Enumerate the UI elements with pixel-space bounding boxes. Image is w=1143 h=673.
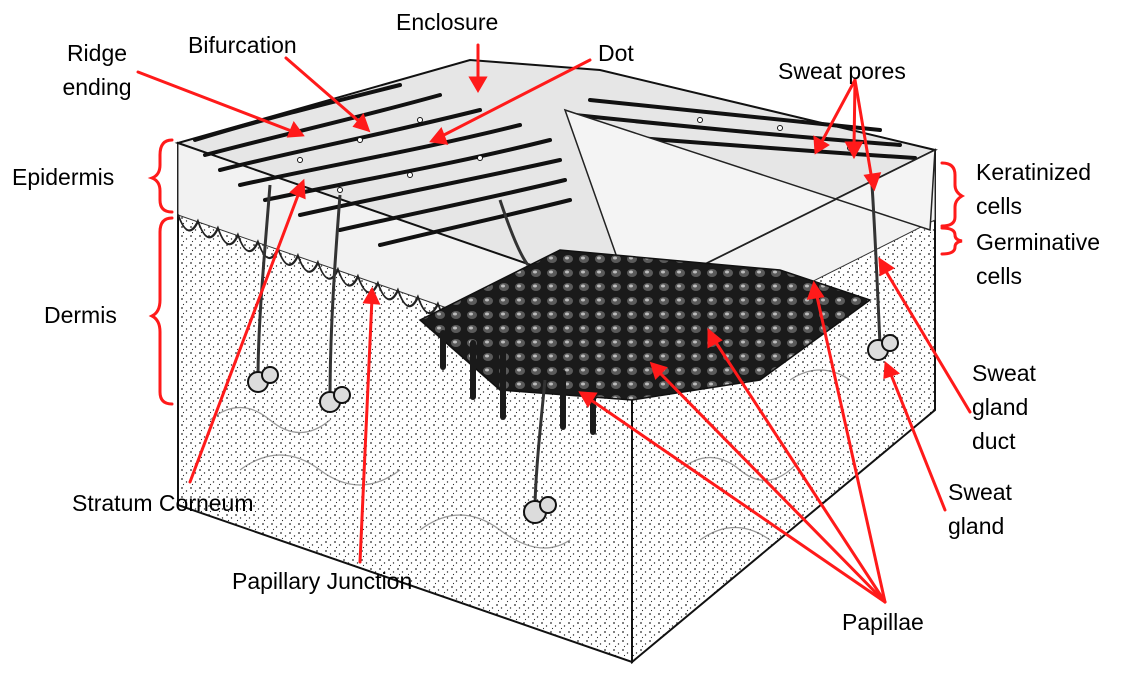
epidermis-bracket bbox=[152, 140, 172, 212]
dot-label: Dot bbox=[598, 36, 634, 70]
ridge-ending-line1: Ridge bbox=[52, 36, 142, 70]
stratum-corneum-label: Stratum Corneum bbox=[72, 486, 254, 520]
keratinized-line2: cells bbox=[976, 189, 1091, 223]
sweat-gland-line1: Sweat bbox=[948, 475, 1012, 509]
sweat-gland-duct-label: Sweat gland duct bbox=[972, 356, 1036, 458]
sweat-gland-line2: gland bbox=[948, 509, 1012, 543]
ridge-ending-label: Ridge ending bbox=[52, 36, 142, 104]
sweat-gland-label: Sweat gland bbox=[948, 475, 1012, 543]
germinative-cells-label: Germinative cells bbox=[976, 225, 1100, 293]
germinative-bracket bbox=[942, 228, 962, 254]
germinative-line1: Germinative bbox=[976, 225, 1100, 259]
keratinized-cells-label: Keratinized cells bbox=[976, 155, 1091, 223]
bifurcation-label: Bifurcation bbox=[188, 28, 297, 62]
epidermis-label: Epidermis bbox=[12, 160, 114, 194]
sweat-pores-label: Sweat pores bbox=[778, 54, 906, 88]
papillary-junction-label: Papillary Junction bbox=[232, 564, 412, 598]
germinative-line2: cells bbox=[976, 259, 1100, 293]
sweat-gland-duct-line3: duct bbox=[972, 424, 1036, 458]
keratinized-line1: Keratinized bbox=[976, 155, 1091, 189]
dermis-label: Dermis bbox=[44, 298, 117, 332]
sweat-gland-duct-line2: gland bbox=[972, 390, 1036, 424]
papillae-label: Papillae bbox=[842, 605, 924, 639]
keratinized-bracket bbox=[942, 163, 962, 226]
sweat-gland-duct-line1: Sweat bbox=[972, 356, 1036, 390]
dermis-bracket bbox=[152, 218, 172, 404]
enclosure-label: Enclosure bbox=[396, 5, 498, 39]
ridge-ending-line2: ending bbox=[52, 70, 142, 104]
